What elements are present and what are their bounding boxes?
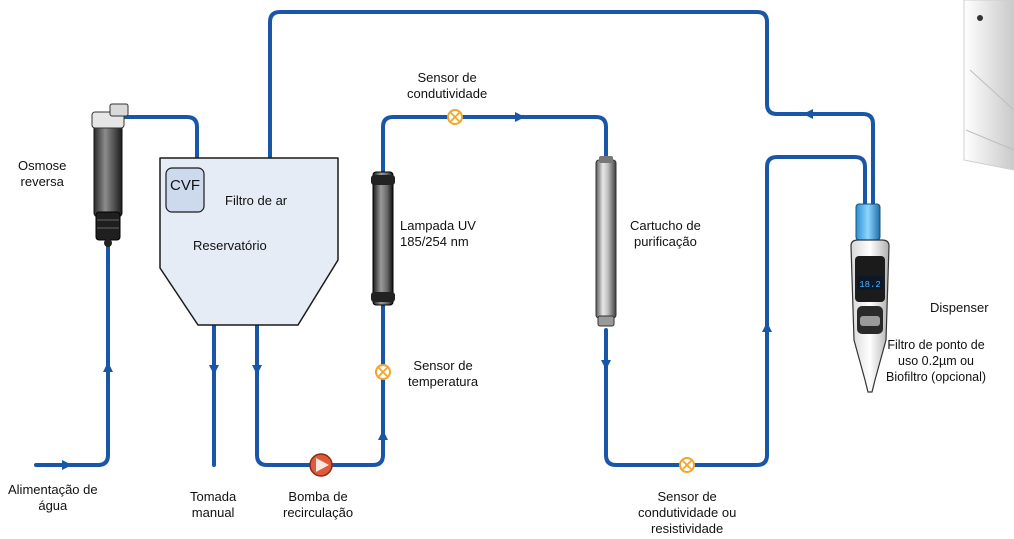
flow-arrows: [62, 109, 813, 470]
arrow-top-right: [515, 112, 525, 122]
conductivity-resistivity-sensor: [679, 457, 695, 473]
equipment-photo-fragment: [963, 0, 1014, 171]
arrow-cartridge-out-down: [601, 360, 611, 370]
cvf-box: [165, 167, 205, 213]
arrow-return-left: [803, 109, 813, 119]
temperature-sensor: [375, 364, 391, 380]
recirculation-pump: [309, 453, 333, 477]
pipe-reservoir-to-pump: [255, 303, 385, 467]
reservoir-tank: [159, 157, 339, 326]
uv-lamp-cylinder: [371, 171, 395, 306]
label-cvf: CVF: [170, 177, 200, 194]
pipe-ro-to-reservoir: [118, 115, 199, 160]
arrow-after-pump-up: [378, 430, 388, 440]
pipe-recirculation-return: [268, 10, 875, 207]
purification-cartridge: [595, 156, 617, 327]
dispenser-display: [857, 276, 883, 290]
dispenser-unit: [850, 203, 890, 393]
dispenser-display-value: 18.2: [859, 280, 881, 290]
conductivity-sensor-top: [447, 109, 463, 125]
arrow-tap-down: [209, 365, 219, 375]
arrow-feed-right: [62, 460, 72, 470]
pipe-feed-water: [34, 238, 110, 467]
label-dispenser: Dispenser: [930, 300, 989, 315]
reverse-osmosis-cartridge: [91, 103, 129, 247]
pipe-cartridge-to-dispenser: [604, 155, 867, 467]
pipe-uv-to-cartridge: [381, 115, 608, 174]
arrow-reservoir-down: [252, 365, 262, 375]
label-filtro-de-ar: Filtro de ar: [225, 193, 288, 208]
arrow-riser-up: [762, 322, 772, 332]
label-reservatorio: Reservatório: [193, 238, 267, 253]
arrow-feed-up: [103, 362, 113, 372]
